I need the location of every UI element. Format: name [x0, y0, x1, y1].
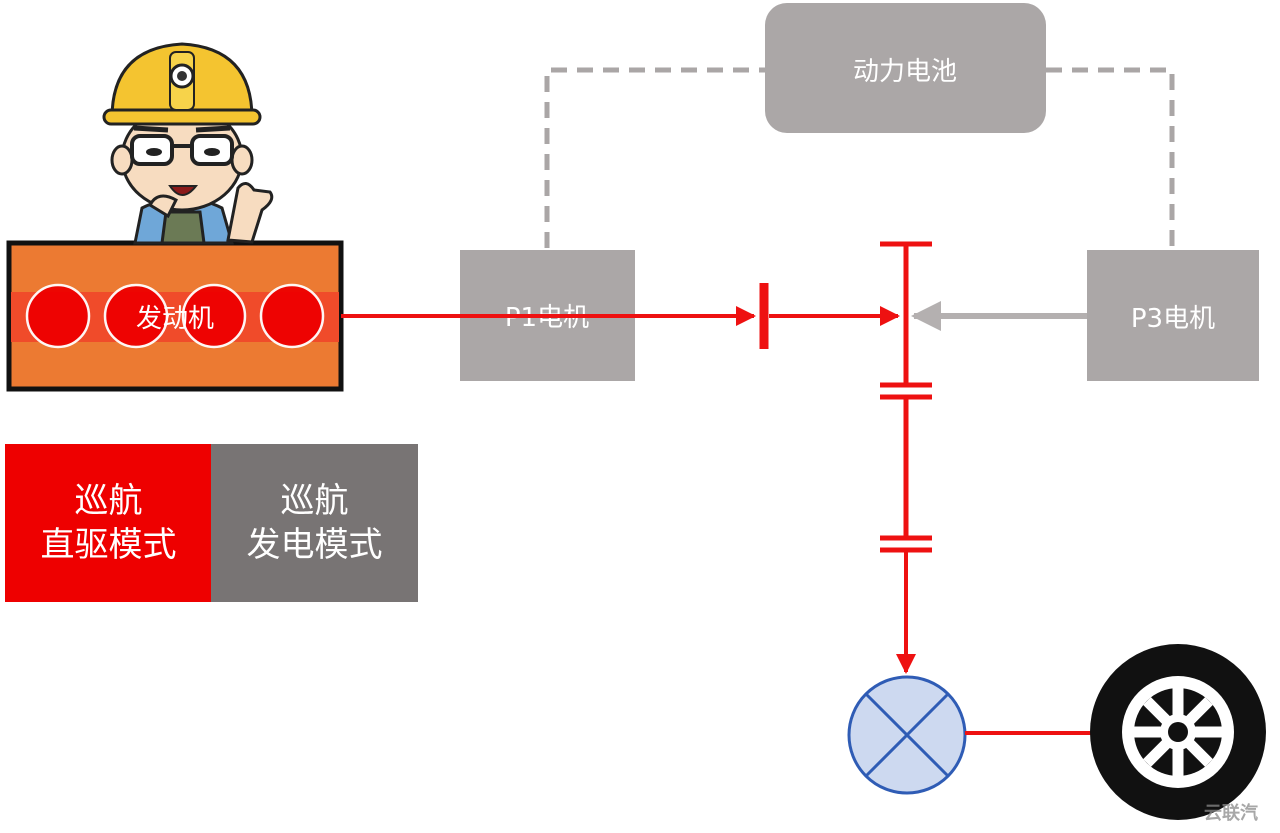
engine-label: 发动机 — [136, 304, 214, 334]
mode-direct-line2: 直驱模式 — [40, 525, 177, 565]
engine-cylinder — [181, 283, 247, 349]
p3-motor-label: P3电机 — [1131, 304, 1215, 334]
engine-cylinder — [25, 283, 91, 349]
differential-symbol — [847, 675, 967, 795]
p3-motor-box: P3电机 — [1087, 250, 1259, 381]
mode-generation: 巡航 发电模式 — [211, 444, 418, 602]
watermark-logo: 云联汽 — [1204, 803, 1258, 824]
engine-output-flow — [341, 283, 900, 349]
gear-shaft — [880, 241, 932, 674]
engine-cylinder — [103, 283, 169, 349]
engineer-avatar — [102, 42, 274, 245]
engine-cylinder — [259, 283, 325, 349]
mode-direct-line1: 巡航 — [74, 481, 143, 521]
mode-generation-line1: 巡航 — [280, 481, 349, 521]
battery-dashed-link — [544, 67, 1175, 248]
battery-label: 动力电池 — [853, 57, 957, 87]
mode-direct-drive: 巡航 直驱模式 — [5, 444, 212, 602]
engine-block: 发动机 — [6, 240, 344, 392]
wheel-icon — [1090, 644, 1266, 820]
mode-generation-line2: 发电模式 — [246, 525, 383, 565]
battery-box: 动力电池 — [765, 3, 1046, 133]
